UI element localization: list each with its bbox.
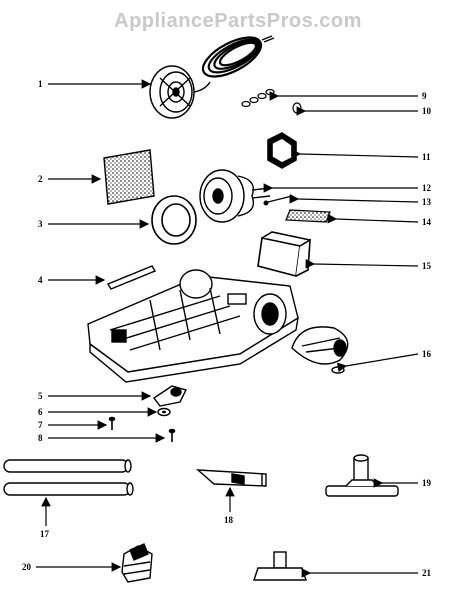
part-5-latch <box>152 385 188 407</box>
callout-20-label: 20 <box>22 562 32 572</box>
callout-19-label: 19 <box>422 478 432 488</box>
callout-12: 12 <box>263 183 432 193</box>
callout-20: 20 <box>22 562 122 572</box>
part-10-ring <box>292 102 302 114</box>
callout-7: 7 <box>38 420 108 430</box>
part-19-floor-brush <box>325 454 399 497</box>
callout-4-label: 4 <box>38 275 43 285</box>
callout-11-label: 11 <box>422 152 431 162</box>
callout-7-label: 7 <box>38 420 43 430</box>
callout-13-label: 13 <box>422 197 432 207</box>
part-21-upholstery-tool <box>253 551 307 581</box>
callout-13: 13 <box>289 193 432 207</box>
callout-14-label: 14 <box>422 217 432 227</box>
watermark-text: AppliancePartsPros.com <box>114 10 362 32</box>
part-7-screw <box>108 416 116 430</box>
callout-8-label: 8 <box>38 433 43 443</box>
part-17-wands <box>3 459 134 496</box>
callout-18-label: 18 <box>224 515 234 525</box>
callout-17-label: 17 <box>40 529 50 539</box>
callout-9: 9 <box>269 91 427 101</box>
callout-17: 17 <box>40 496 51 539</box>
callout-6: 6 <box>38 407 158 417</box>
callout-21-label: 21 <box>422 568 432 578</box>
callout-8: 8 <box>38 433 166 443</box>
callout-4: 4 <box>38 275 106 285</box>
part-1-fan-and-cord <box>149 35 275 119</box>
callout-9-label: 9 <box>422 91 427 101</box>
part-4-bar <box>106 265 157 290</box>
part-6-washer <box>157 407 171 417</box>
callout-15-label: 15 <box>422 261 432 271</box>
main-chassis <box>87 269 299 383</box>
part-2-filter-pad <box>103 149 155 205</box>
callout-2-label: 2 <box>38 174 43 184</box>
callout-21: 21 <box>301 568 432 578</box>
callout-16-label: 16 <box>422 349 432 359</box>
part-12-motor <box>199 169 271 223</box>
part-3-gasket <box>151 195 197 245</box>
callout-1: 1 <box>38 79 152 89</box>
part-15-block <box>257 231 311 278</box>
part-20-dusting-brush <box>121 543 153 583</box>
callout-3: 3 <box>38 219 150 229</box>
part-11-hex-filter <box>267 132 297 169</box>
callout-10: 10 <box>296 106 432 116</box>
callout-11: 11 <box>291 148 431 162</box>
part-16-wheel <box>291 326 349 374</box>
callout-6-label: 6 <box>38 407 43 417</box>
callout-2: 2 <box>38 174 102 184</box>
part-18-crevice-tool <box>196 469 267 487</box>
callout-5: 5 <box>38 391 152 401</box>
callout-14: 14 <box>327 213 432 227</box>
callout-16: 16 <box>336 349 432 373</box>
part-14-small-filter <box>285 209 331 223</box>
callout-19: 19 <box>373 478 432 488</box>
callout-1-label: 1 <box>38 79 43 89</box>
part-8-screw <box>168 428 176 442</box>
callout-5-label: 5 <box>38 391 43 401</box>
callout-12-label: 12 <box>422 183 432 193</box>
callout-18: 18 <box>224 486 235 525</box>
part-13-pin <box>263 195 293 206</box>
callout-10-label: 10 <box>422 106 432 116</box>
callout-3-label: 3 <box>38 219 43 229</box>
callout-15: 15 <box>305 259 432 271</box>
part-9-links <box>241 88 275 108</box>
